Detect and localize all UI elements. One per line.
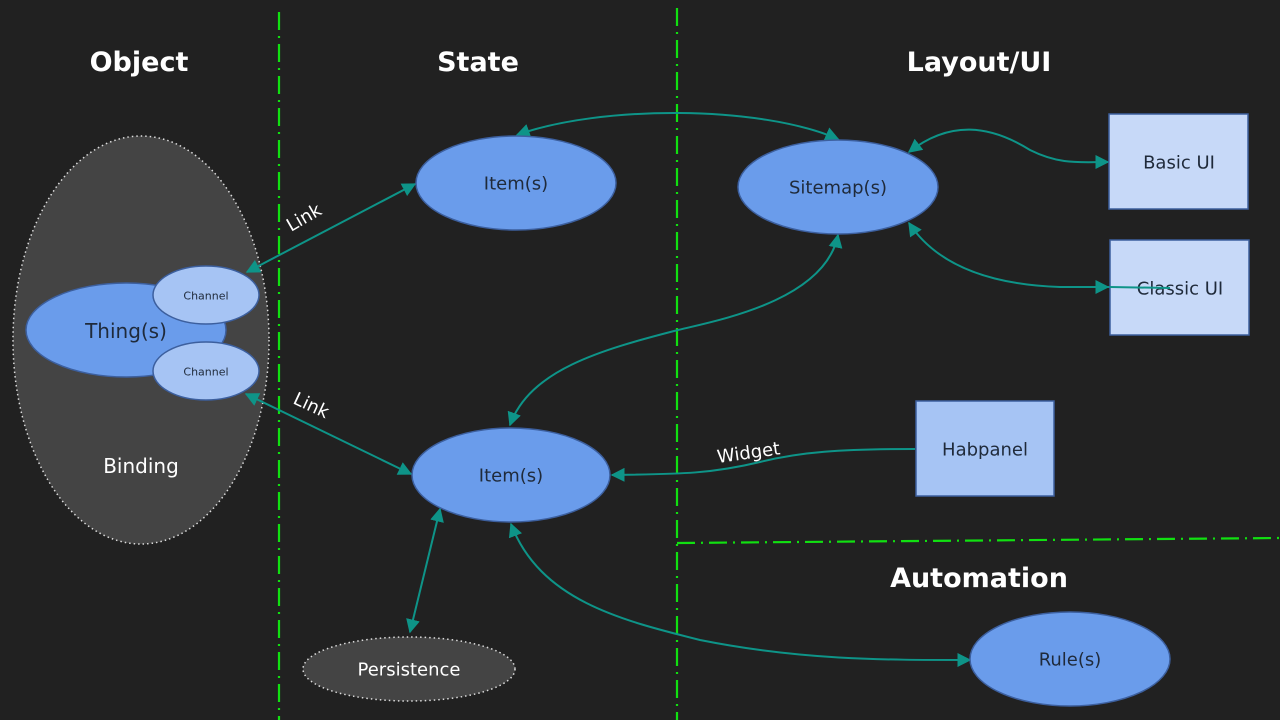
rules-node[interactable]: Rule(s) xyxy=(969,611,1171,707)
section-heading-object: Object xyxy=(90,47,189,78)
habpanel-label: Habpanel xyxy=(942,440,1028,461)
classic-ui-label: Classic UI xyxy=(1137,279,1223,300)
binding-label: Binding xyxy=(103,454,179,478)
items-top-label: Item(s) xyxy=(484,174,548,195)
section-heading-automation: Automation xyxy=(890,563,1068,594)
edge-link-bottom xyxy=(244,393,413,475)
items-node-bottom[interactable]: Item(s) xyxy=(411,427,611,523)
channel-node-top[interactable]: Channel xyxy=(152,265,260,325)
edge-classicui-overlay xyxy=(1109,286,1171,289)
sitemaps-label: Sitemap(s) xyxy=(789,178,887,199)
edge-label-widget: Widget xyxy=(716,438,782,468)
edge-link-top xyxy=(245,183,417,273)
persistence-node[interactable]: Persistence xyxy=(302,636,516,702)
persistence-label: Persistence xyxy=(358,660,461,681)
edge-habpanel-items xyxy=(610,448,916,482)
edge-sitemaps-items-bottom xyxy=(507,233,843,427)
edge-sitemaps-basicui xyxy=(907,128,1110,170)
habpanel-node[interactable]: Habpanel xyxy=(915,400,1055,497)
basic-ui-node[interactable]: Basic UI xyxy=(1108,113,1249,210)
edge-sitemaps-classicui xyxy=(908,221,1110,294)
things-label: Thing(s) xyxy=(84,319,167,343)
channel-bottom-label: Channel xyxy=(183,366,228,379)
edge-items-rules xyxy=(508,522,972,667)
classic-ui-node[interactable]: Classic UI xyxy=(1109,239,1250,336)
rules-label: Rule(s) xyxy=(1039,650,1102,671)
basic-ui-label: Basic UI xyxy=(1143,153,1215,174)
channel-node-bottom[interactable]: Channel xyxy=(152,341,260,401)
divider-layout-automation xyxy=(676,536,1280,545)
edge-label-link-top: Link xyxy=(283,199,326,236)
section-heading-state: State xyxy=(437,47,519,78)
edge-items-persistence xyxy=(406,507,444,634)
items-bottom-label: Item(s) xyxy=(479,466,543,487)
items-node-top[interactable]: Item(s) xyxy=(415,135,617,231)
sitemaps-node[interactable]: Sitemap(s) xyxy=(737,139,939,235)
section-heading-layout: Layout/UI xyxy=(907,47,1052,78)
edge-items-sitemaps xyxy=(515,111,840,141)
channel-top-label: Channel xyxy=(183,290,228,303)
